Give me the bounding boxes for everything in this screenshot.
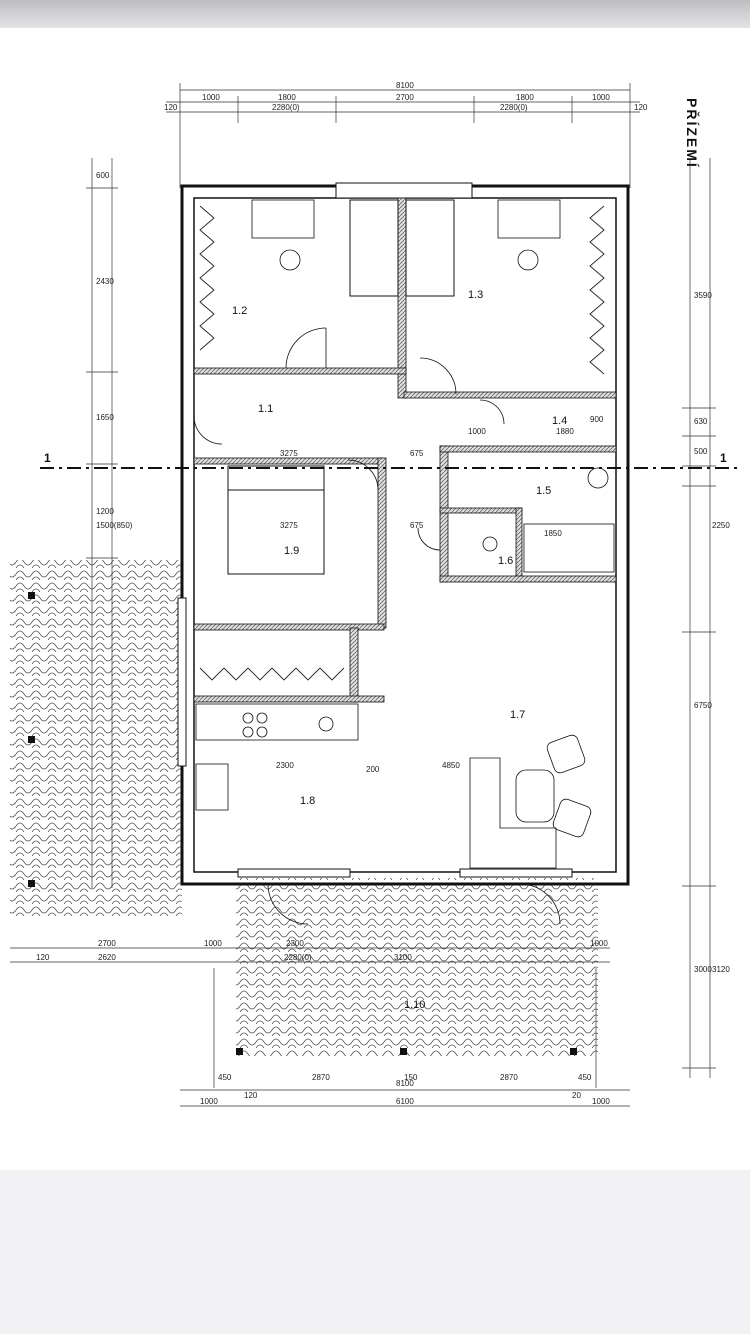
- status-bar: [0, 0, 750, 28]
- wardrobe-hatching: [199, 205, 605, 681]
- dim-bottom-3: 1000: [592, 1097, 610, 1106]
- bottom-terrace-paving: [236, 878, 598, 1056]
- terrace-columns: [28, 592, 577, 1055]
- dim-inner-4: 675: [410, 521, 424, 530]
- dim-top-4: 1800: [516, 93, 534, 102]
- dim-right-4: 2250: [712, 521, 730, 530]
- left-paving: [10, 560, 182, 918]
- room-label-1-9: 1.9: [284, 545, 299, 557]
- room-label-1-4: 1.4: [552, 415, 567, 427]
- room-label-1-1: 1.1: [258, 403, 273, 415]
- top-dimensions: [166, 83, 640, 188]
- window-bottom-right: [459, 868, 573, 878]
- dim-left-3: 1650: [96, 413, 114, 422]
- dim-top-sub-right: 2280(0): [500, 103, 528, 112]
- dim-bottom-sub-4: 2870: [500, 1073, 518, 1082]
- room-label-1-10: 1.10: [404, 999, 425, 1011]
- dim-terrace-2: 1000: [204, 939, 222, 948]
- dim-inner-1: 3275: [280, 449, 298, 458]
- dim-terrace-3: 2300: [286, 939, 304, 948]
- dim-inner-10: 1000: [468, 427, 486, 436]
- room-label-1-3: 1.3: [468, 289, 483, 301]
- dim-right-5: 6750: [694, 701, 712, 710]
- dim-bottom-sub-5: 450: [578, 1073, 592, 1082]
- drawing-sheet: PŘÍZEMÍ: [0, 28, 750, 1170]
- living-furniture: [469, 734, 592, 869]
- dim-bottom-sub-2: 2870: [312, 1073, 330, 1082]
- window-top: [335, 182, 473, 199]
- dim-inner-2: 675: [410, 449, 424, 458]
- section-mark-right: 1: [720, 451, 727, 465]
- dim-terrace2-2: 2620: [98, 953, 116, 962]
- dim-terrace-4: 1000: [590, 939, 608, 948]
- dim-inner-11: 900: [590, 415, 604, 424]
- room-label-1-2: 1.2: [232, 305, 247, 317]
- dim-top-sub-left: 2280(0): [272, 103, 300, 112]
- window-left: [177, 597, 187, 767]
- room-label-1-6: 1.6: [498, 555, 513, 567]
- bathroom-fixtures: [482, 467, 615, 573]
- dim-left-1: 600: [96, 171, 110, 180]
- bottom-dimensions: [10, 947, 630, 1107]
- dim-inner-6: 2300: [276, 761, 294, 770]
- dim-top-edge-right: 120: [634, 103, 648, 112]
- dim-left-2: 2430: [96, 277, 114, 286]
- dim-right-3: 500: [694, 447, 708, 456]
- dim-terrace2-1: 120: [36, 953, 50, 962]
- dim-terrace2-4: 3100: [394, 953, 412, 962]
- dim-right-6: 3000: [694, 965, 712, 974]
- dim-top-1: 1000: [202, 93, 220, 102]
- dim-inner-5: 4850: [442, 761, 460, 770]
- floor-plan: 1 1 8100 1000 1800 2700 1800 1000 2280(0…: [10, 81, 740, 1107]
- desks: [251, 199, 561, 271]
- section-mark-left: 1: [44, 451, 51, 465]
- dim-top-total: 8100: [396, 81, 414, 90]
- dim-inner-3: 3275: [280, 521, 298, 530]
- internal-walls: [193, 197, 617, 703]
- dim-bottom-total: 8100: [396, 1079, 414, 1088]
- room-label-1-7: 1.7: [510, 709, 525, 721]
- dim-left-5: 1500(850): [96, 521, 133, 530]
- dim-inner-8: 1850: [544, 529, 562, 538]
- dim-bottom-1: 1000: [200, 1097, 218, 1106]
- dim-top-edge-left: 120: [164, 103, 178, 112]
- door-swings: [193, 327, 561, 925]
- dim-bottom-edge-2: 20: [572, 1091, 581, 1100]
- right-dimensions: [682, 158, 716, 1078]
- empty-area: [0, 1170, 750, 1334]
- dim-bottom-sub-1: 450: [218, 1073, 232, 1082]
- dim-terrace-1: 2700: [98, 939, 116, 948]
- dim-inner-9: 1880: [556, 427, 574, 436]
- dim-top-5: 1000: [592, 93, 610, 102]
- beds: [227, 199, 455, 575]
- dim-right-2: 630: [694, 417, 708, 426]
- dim-bottom-2: 6100: [396, 1097, 414, 1106]
- dim-terrace2-3: 2280(0): [284, 953, 312, 962]
- left-dimensions: [86, 158, 118, 888]
- room-label-1-8: 1.8: [300, 795, 315, 807]
- dim-bottom-sub-3: 150: [404, 1073, 418, 1082]
- dim-bottom-edge-1: 120: [244, 1091, 258, 1100]
- kitchen: [195, 703, 359, 811]
- dim-inner-7: 200: [366, 765, 380, 774]
- window-bottom-left: [237, 868, 351, 878]
- dim-top-3: 2700: [396, 93, 414, 102]
- dim-right-7: 3120: [712, 965, 730, 974]
- dim-top-2: 1800: [278, 93, 296, 102]
- dim-left-4: 1200: [96, 507, 114, 516]
- room-label-1-5: 1.5: [536, 485, 551, 497]
- dim-right-1: 3590: [694, 291, 712, 300]
